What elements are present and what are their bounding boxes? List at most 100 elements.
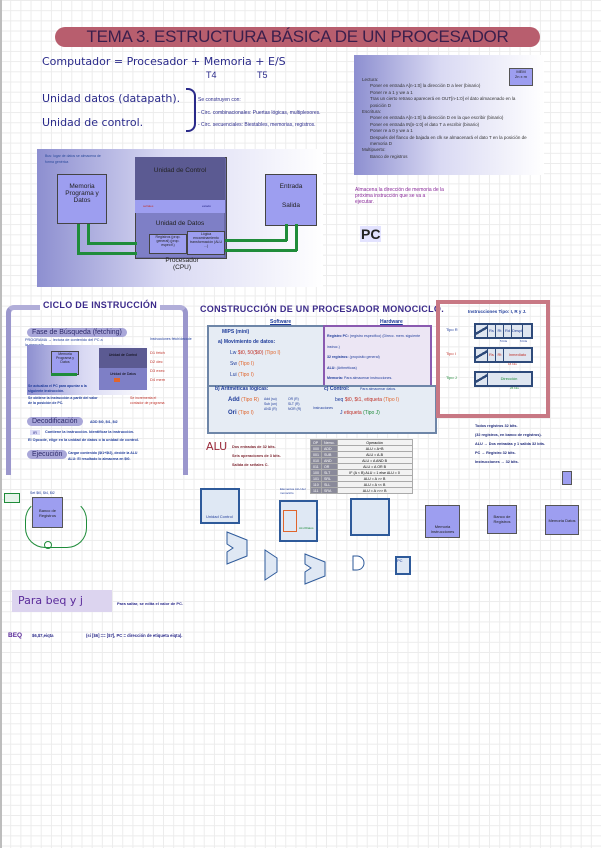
beq-note: Para saltar, se edita el valor de PC. (117, 601, 184, 606)
arith-op: OR (R) (288, 397, 299, 401)
hw-row: ALU: (Aritméticas) (327, 363, 427, 374)
mips-label: MIPS (mini) (222, 329, 250, 335)
steps-list: D1 fetch D2 dec D3 exec D4 mem (150, 348, 165, 384)
sw-tipo: (Tipo I) (238, 361, 254, 367)
lectura-heading: Lectura: (362, 77, 379, 82)
lectura-2: Poner re a 1 y we a 1 (370, 89, 413, 95)
ori-op: Ori (228, 410, 237, 416)
pc-block-label: PC (397, 558, 403, 563)
mem-label: MEM (516, 69, 526, 74)
beq-row: beq $t0, $t1, etiqueta (Tipo I) (335, 397, 399, 404)
pc-mini-icon (562, 471, 572, 485)
lw-row: Lw $t0, 50($t0) (Tipo I) (230, 350, 280, 357)
alu-label: ALU (206, 440, 228, 453)
hw-val: Para almacenar instrucciones. (343, 376, 393, 380)
multipuerto-1: Banco de registros (370, 153, 408, 159)
brace-title: Se construyen con: (198, 97, 241, 103)
alu-block-label: ALU/Datos (299, 526, 314, 530)
unidad-datos-label: Unidad de Datos (155, 220, 205, 227)
tipo-i-label: Tipo I (446, 351, 456, 356)
computer-equation: Computador = Procesador + Memoria + E/S (42, 55, 286, 68)
unidad-control-box: Unidad de Control (135, 157, 225, 200)
and-gate-icon (352, 555, 365, 571)
registros-box: Registros (prop. general) (prop. específ… (149, 234, 187, 254)
beq-example-note: (si [$6] == [$7], PC = dirección de etiq… (86, 633, 183, 638)
add-row: Add (Tipo R) (228, 397, 259, 404)
step: D2 dec (150, 359, 163, 364)
j-tipo: (Tipo J) (363, 410, 380, 416)
pc-highlight (114, 378, 120, 382)
escritura-4: Después del flanco de bajada en clk se a… (370, 134, 527, 147)
datapath-shapes (226, 531, 365, 585)
decod-line-2: El Opcode, elige en la unidad de datos o… (28, 438, 139, 442)
hw-key: Registro PC: (327, 334, 349, 338)
mem-instr-block: Memoria Instrucciones (425, 505, 460, 538)
regbank-title: Set $t0, $t4, $t2 (30, 491, 55, 495)
decod-note: ADD $t0, $t1, $t2 (90, 420, 118, 424)
cpu-note: Bus: lugar de datos se almacena de forma… (45, 154, 101, 164)
lectura-1: Poner en entrada A[n-1:0] la dirección D… (370, 83, 481, 89)
ori-tipo: (Tipo I) (238, 410, 254, 416)
memoria-box: Memoria Programa y Datos (57, 174, 107, 224)
salida-label: Salida (281, 202, 301, 209)
lectura-3: Tras un cierto retraso aparecerá en OUT[… (370, 96, 516, 108)
table-cell: ALU = A >>> B (336, 487, 413, 494)
brace (186, 88, 196, 132)
beq-op: beq (335, 397, 344, 403)
bus-line (285, 224, 288, 241)
ciclo-heading: CICLO DE INSTRUCCIÓN (40, 300, 160, 310)
entrada-label: Entrada (279, 183, 303, 190)
brace-item-2: - Circ. secuenciales: Biestables, memori… (198, 122, 316, 128)
arith-note: Instrucciones (313, 406, 333, 410)
escritura-1: Poner en entrada A[n-1:0] la dirección D… (370, 115, 504, 121)
fetch-diagram: Memoria Programa y Datos Unidad de Contr… (27, 345, 152, 395)
opcode-cell (476, 349, 488, 361)
hardware-list: Registro PC: (registro específico) (Dire… (327, 331, 427, 394)
summary-line: (32 registros, en banco de registros). (475, 433, 542, 437)
lw-op: Lw (230, 350, 237, 356)
bus-line (87, 224, 90, 244)
mux-outline (283, 510, 297, 532)
pc-note: Almacena la dirección de memoria de la p… (355, 187, 444, 205)
brace-item-1: - Circ. combinacionales: Puertas lógicas… (198, 110, 321, 116)
step: D3 exec (150, 368, 165, 373)
unit-control: Unidad de control. (42, 116, 144, 129)
unit-ctrl-block: Unidad Control (200, 488, 240, 524)
ejecucion-pill: Ejecución (27, 450, 68, 459)
hw-row: Memoria: Para almacenar instrucciones. (327, 373, 427, 384)
b-title: b) Aritméticas lógicas: (215, 386, 269, 392)
memory-bullets: Lectura: Poner en entrada A[n-1:0] la di… (362, 77, 532, 160)
ori-row: Ori (Tipo I) (228, 410, 254, 417)
summary-line: PC → Registro 32 bits. (475, 451, 516, 455)
es-sub: T5 (257, 70, 268, 80)
table-cell: 111 (310, 487, 322, 494)
fetch-memoria: Memoria Programa y Datos (51, 351, 79, 375)
j-sub: 26 bits (510, 386, 519, 390)
summary-line: Instrucciones → 32 bits. (475, 460, 519, 464)
bus-line (225, 249, 297, 252)
hw-val: (propósito general) (349, 355, 380, 359)
mem-size: 2n x m (514, 74, 527, 79)
ejec-line-2: ALU: El resultado lo almacena en $t0. (68, 457, 131, 461)
alu-line: Seis operaciones de 3 bits. (232, 454, 281, 458)
memoria-sub: T4 (206, 70, 217, 80)
summary-line: Todos registros 32 bits. (475, 424, 518, 428)
unit-datapath: Unidad datos (datapath). (42, 92, 181, 105)
beq-example-op: BEQ (8, 632, 23, 639)
summary-notes: Todos registros 32 bits. (32 registros, … (475, 422, 545, 467)
bus-line (225, 239, 287, 242)
formatos-heading: Instrucciones Tipo: I, R y J. (468, 309, 527, 314)
beq-tipo: (Tipo I) (383, 397, 400, 403)
ejec-line-1: Cargar contenido ($t1+$t2), decide la AL… (68, 451, 138, 455)
lw-tipo: (Tipo I) (264, 350, 281, 356)
hw-row: Registro PC: (registro específico) (Dire… (327, 331, 427, 352)
field: Rd (504, 325, 512, 337)
steps-title: Instrucciones fetch/decode (150, 337, 192, 341)
lw-args: $t0, 50($t0) (237, 350, 264, 356)
annotation-box (4, 493, 20, 503)
alu-notes: Dos entradas de 32 bits. Seis operacione… (232, 443, 281, 470)
